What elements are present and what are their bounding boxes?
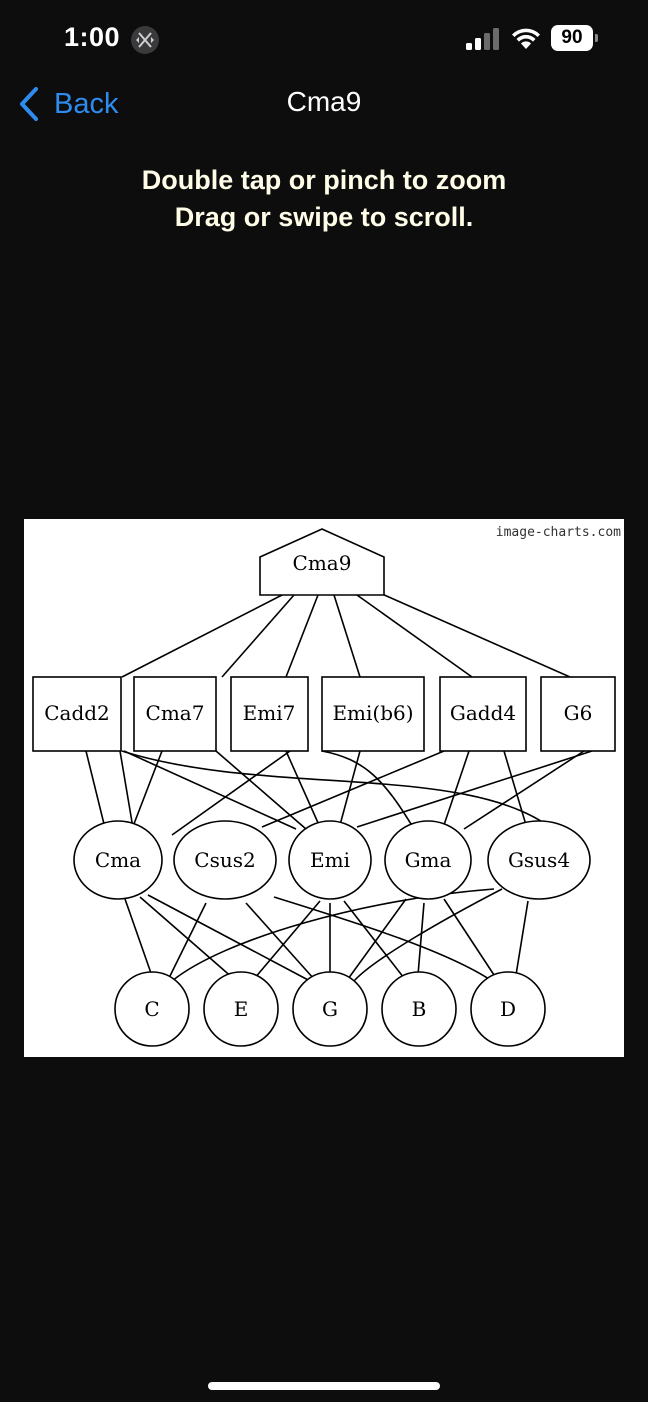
node-cma9-label: Cma9 bbox=[293, 551, 352, 575]
zoom-instructions: Double tap or pinch to zoom Drag or swip… bbox=[0, 162, 648, 236]
node-gma-label: Gma bbox=[405, 848, 452, 872]
node-cma7-label: Cma7 bbox=[146, 701, 205, 725]
node-cma7-shape bbox=[133, 676, 217, 752]
node-gsus4-label: Gsus4 bbox=[508, 848, 570, 872]
focus-mode-icon bbox=[131, 26, 159, 54]
chord-diagram[interactable]: Cma9 Cadd2 Cma7 Emi7 Emi(b6) Gadd4 G6 Cm… bbox=[24, 519, 624, 1057]
battery-level: 90 bbox=[561, 27, 583, 48]
back-label: Back bbox=[54, 87, 119, 120]
node-d-label: D bbox=[500, 997, 516, 1021]
node-emi7-label: Emi7 bbox=[243, 701, 296, 725]
battery-tip bbox=[595, 34, 598, 42]
node-cma-shape bbox=[73, 820, 163, 900]
node-csus2-shape bbox=[173, 820, 277, 900]
navigation-bar: Cma9 Back bbox=[0, 80, 648, 128]
node-emi-shape bbox=[288, 820, 372, 900]
node-b-label: B bbox=[412, 997, 427, 1021]
node-cadd2-label: Cadd2 bbox=[44, 701, 110, 725]
chevron-left-icon bbox=[20, 87, 38, 121]
node-g-label: G bbox=[322, 997, 338, 1021]
node-emib6-label: Emi(b6) bbox=[332, 701, 413, 725]
node-gsus4-shape bbox=[487, 820, 591, 900]
node-gadd4-shape bbox=[439, 676, 527, 752]
home-indicator[interactable] bbox=[208, 1382, 440, 1390]
diagram-node-labels: Cma9 Cadd2 Cma7 Emi7 Emi(b6) Gadd4 G6 Cm… bbox=[44, 551, 592, 1021]
node-gadd4-label: Gadd4 bbox=[450, 701, 516, 725]
node-g6-shape bbox=[540, 676, 616, 752]
battery-indicator: 90 bbox=[551, 25, 598, 51]
node-g-shape bbox=[292, 971, 368, 1047]
chord-diagram-svg: Cma9 Cadd2 Cma7 Emi7 Emi(b6) Gadd4 G6 Cm… bbox=[32, 525, 621, 1047]
node-cma9-shape bbox=[259, 528, 385, 596]
back-button[interactable]: Back bbox=[18, 84, 118, 124]
node-csus2-label: Csus2 bbox=[194, 848, 255, 872]
wifi-icon bbox=[512, 28, 540, 49]
node-b-shape bbox=[381, 971, 457, 1047]
page-title: Cma9 bbox=[286, 86, 362, 117]
node-emib6-shape bbox=[321, 676, 425, 752]
node-d-shape bbox=[470, 971, 546, 1047]
watermark-text: image-charts.com bbox=[496, 525, 621, 540]
node-cma-label: Cma bbox=[95, 848, 141, 872]
status-bar: 1:00 90 bbox=[0, 0, 648, 80]
node-gma-shape bbox=[384, 820, 472, 900]
node-emi7-shape bbox=[230, 676, 309, 752]
node-c-label: C bbox=[144, 997, 159, 1021]
instruction-line-2: Drag or swipe to scroll. bbox=[174, 202, 474, 232]
node-e-shape bbox=[203, 971, 279, 1047]
node-c-shape bbox=[114, 971, 190, 1047]
node-e-label: E bbox=[234, 997, 249, 1021]
instruction-line-1: Double tap or pinch to zoom bbox=[141, 165, 507, 195]
node-cadd2-shape bbox=[32, 676, 122, 752]
node-g6-label: G6 bbox=[564, 701, 593, 725]
cellular-signal-icon bbox=[466, 28, 499, 50]
node-emi-label: Emi bbox=[310, 848, 350, 872]
status-time: 1:00 bbox=[64, 22, 121, 52]
diagram-node-shapes bbox=[32, 528, 616, 1047]
diagram-edges bbox=[85, 593, 593, 982]
battery-body bbox=[551, 25, 593, 51]
